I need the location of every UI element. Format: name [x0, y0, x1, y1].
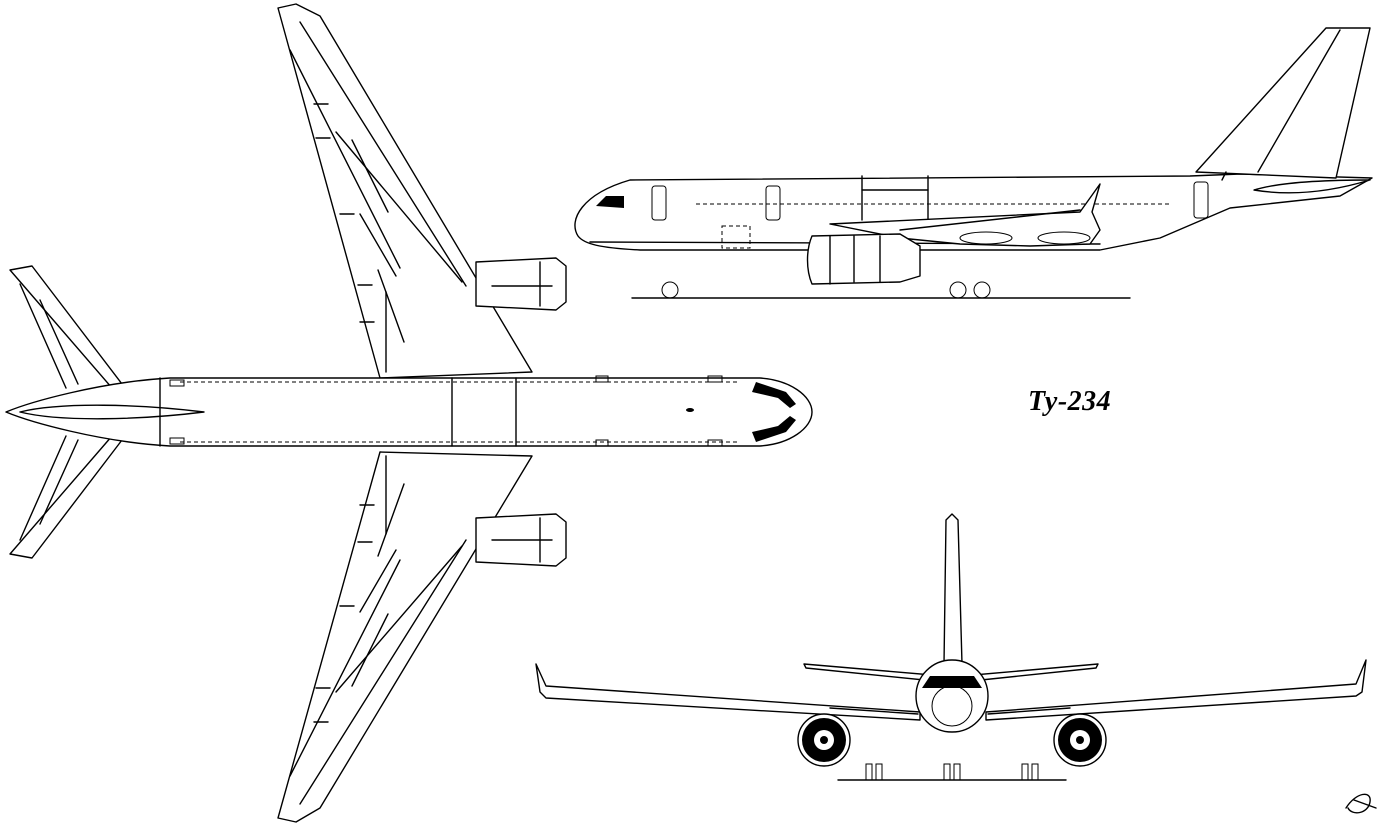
landing-gear-front: [837, 763, 1067, 781]
front-view: [535, 513, 1367, 781]
corner-mark: [1345, 793, 1377, 814]
lower-wing: [277, 451, 533, 823]
diagram-title: Ту-234: [1028, 386, 1112, 417]
landing-gear-side: [631, 281, 1131, 299]
front-fuselage: [915, 659, 989, 733]
lower-engine: [475, 513, 567, 567]
upper-engine: [475, 257, 567, 311]
front-engines: [797, 713, 1107, 767]
fuselage-top: [5, 375, 813, 447]
lower-stabilizer: [9, 435, 123, 559]
upper-wing: [277, 3, 533, 379]
wing-side: [829, 183, 1101, 247]
engine-side: [806, 233, 921, 285]
vertical-tail: [1195, 27, 1371, 181]
front-fin: [943, 513, 963, 665]
upper-stabilizer: [9, 265, 123, 389]
upper-flap-tracks: [313, 103, 375, 323]
top-view: [5, 3, 813, 823]
lower-flap-tracks: [313, 504, 375, 723]
side-view: [574, 27, 1373, 299]
cockpit-windows-top: [752, 382, 796, 408]
stabilizer-side: [1253, 179, 1371, 194]
